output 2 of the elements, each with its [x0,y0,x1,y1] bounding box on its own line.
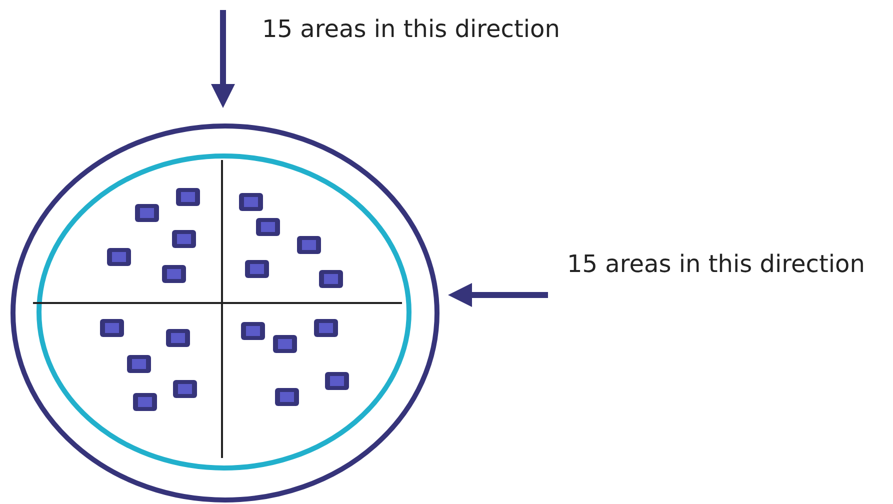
direction-note: 15 areas in this direction [567,249,865,279]
direction-note: 15 areas in this direction [262,14,560,44]
